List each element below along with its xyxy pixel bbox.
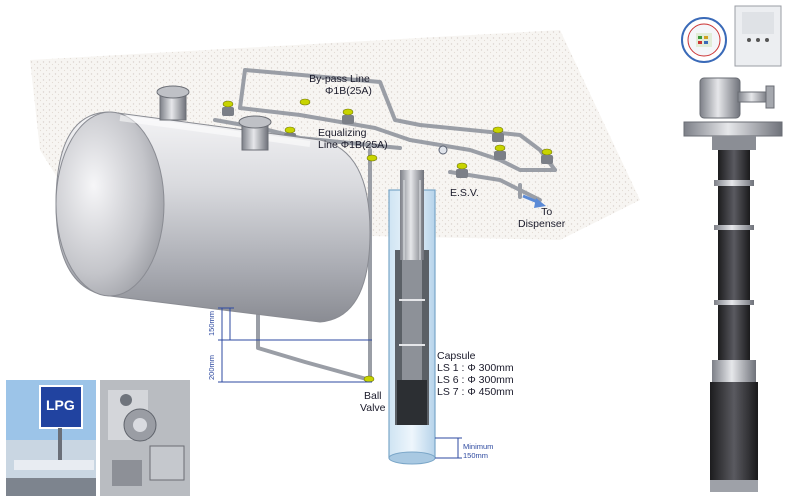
pump-product-photo (681, 5, 783, 492)
capsule-spec-ls7: LS 7 : Φ 450mm (437, 386, 514, 398)
lpg-sign-text: LPG (46, 397, 75, 413)
dimension-minimum-label: Minimum (463, 442, 494, 451)
to-dispenser-to: To (541, 206, 553, 218)
dimension-minimum-value: 150mm (463, 451, 489, 460)
tank-manholes (156, 85, 272, 151)
dimension-200mm: 200mm (207, 354, 216, 380)
equalizing-line-size: Line Φ1B(25A) (318, 139, 388, 151)
capsule-title: Capsule (437, 350, 476, 362)
to-dispenser-text: Dispenser (518, 218, 566, 230)
bypass-line-label: By-pass Line Φ1B(25A) (307, 73, 372, 97)
bypass-line-size: Φ1B(25A) (325, 85, 372, 97)
esv-label: E.S.V. (450, 187, 479, 199)
ball-valve-ball: Ball (363, 390, 382, 402)
capsule-label: Capsule LS 1 : Φ 300mm LS 6 : Φ 300mm LS… (437, 350, 514, 398)
capsule-spec-ls1: LS 1 : Φ 300mm (437, 362, 514, 374)
equalizing-line-title: Equalizing (318, 127, 367, 139)
ball-valve-valve: Valve (360, 402, 386, 414)
to-dispenser-label: To Dispenser (518, 206, 565, 230)
valve-assembly-photo (100, 380, 190, 496)
capsule-pit (388, 170, 436, 465)
ball-valve-label: Ball Valve (360, 390, 386, 414)
storage-tank (55, 111, 371, 323)
to-dispenser-arrow (522, 194, 546, 208)
lpg-sign-photo (6, 380, 96, 496)
bypass-line-title: By-pass Line (309, 73, 370, 85)
dimension-lines (218, 307, 462, 459)
equalizing-line-label: Equalizing Line Φ1B(25A) (318, 127, 388, 151)
dimension-minimum: Minimum 150mm (463, 442, 493, 460)
capsule-spec-ls6: LS 6 : Φ 300mm (437, 374, 514, 386)
valve-handles (222, 98, 553, 383)
dimension-150mm-top: 150mm (207, 310, 216, 336)
